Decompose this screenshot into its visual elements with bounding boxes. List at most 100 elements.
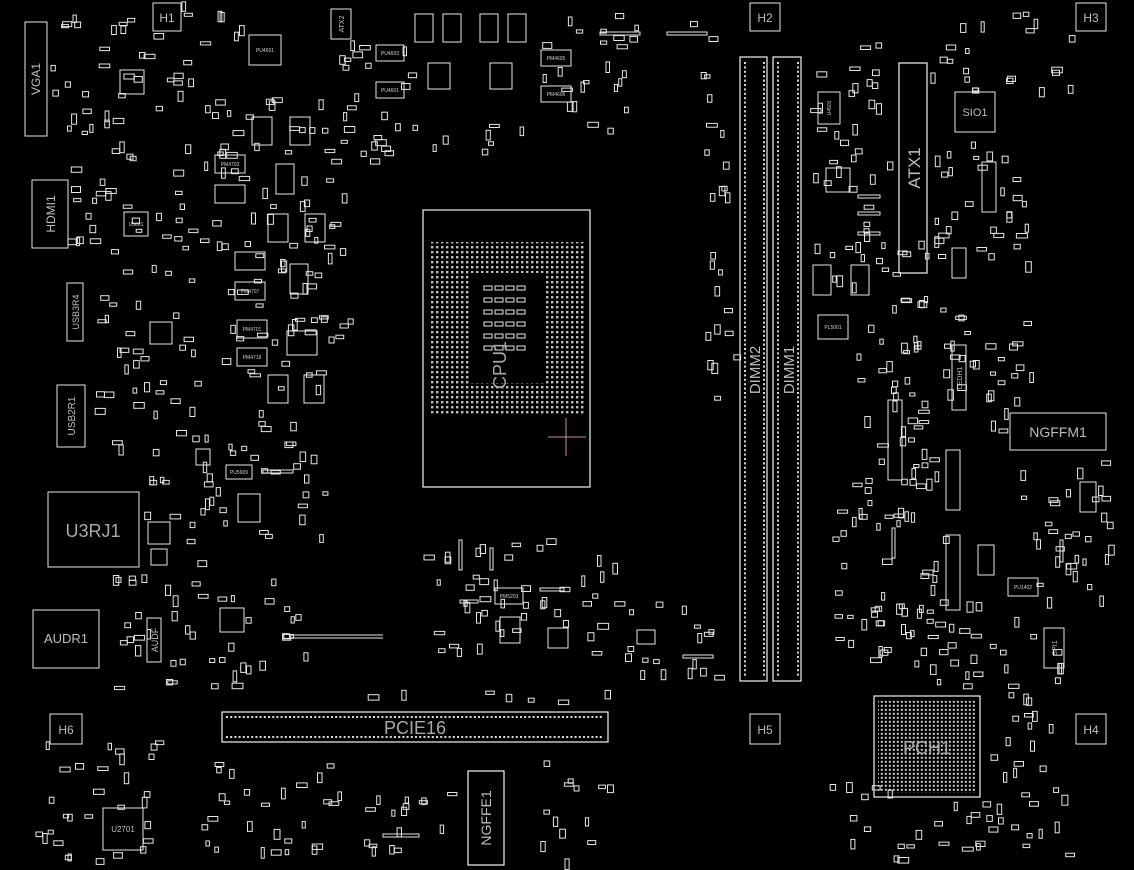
dimm-pin <box>797 330 799 333</box>
pcie-pin <box>259 716 262 718</box>
dimm-pin <box>777 607 779 610</box>
pcie-pin <box>373 736 375 738</box>
usb2r1-label: USB2R1 <box>67 396 78 435</box>
dimm-pin <box>763 590 765 592</box>
passive-part <box>973 155 980 160</box>
pcie-pin <box>599 736 602 738</box>
passive-part <box>433 630 446 636</box>
passive-part <box>1051 66 1063 74</box>
passive-part <box>327 252 333 265</box>
passive-part <box>128 579 137 586</box>
pcie-pin <box>494 736 497 738</box>
passive-part <box>714 674 725 681</box>
passive-part <box>810 108 822 114</box>
pcie-pin <box>436 716 438 718</box>
passive-part <box>295 614 302 621</box>
passive-part <box>322 491 329 496</box>
passive-part <box>1012 715 1020 722</box>
dimm-pin <box>797 251 799 254</box>
pu1402-label: PU1402 <box>1014 585 1032 591</box>
dimm-pin <box>744 550 746 553</box>
passive-part <box>264 598 275 605</box>
pcie-pin <box>398 716 401 718</box>
passive-part <box>244 241 252 248</box>
pcie-pin <box>457 716 459 718</box>
cpu-center-pad <box>516 297 526 303</box>
dimm-pin <box>763 409 765 412</box>
passive-part <box>920 647 928 657</box>
dimm-pin <box>744 295 746 298</box>
pcie-pin <box>335 716 338 718</box>
dimm-pin <box>777 101 779 104</box>
dimm-pin <box>763 88 765 91</box>
passive-part <box>1001 155 1009 164</box>
dimm-pin <box>763 559 765 562</box>
dimm-pin <box>777 260 779 262</box>
dimm-pin <box>744 290 746 293</box>
passive-part <box>921 462 929 469</box>
dimm-pin <box>777 493 779 496</box>
passive-part <box>901 624 906 635</box>
dimm-pin <box>797 216 799 218</box>
passive-part <box>456 647 463 657</box>
dimm-pin <box>797 194 799 196</box>
pcie-pin <box>360 716 363 718</box>
passive-part <box>214 846 219 853</box>
dimm-pin <box>797 541 799 544</box>
dimm-pin <box>744 444 746 447</box>
pcie-pin <box>473 736 476 738</box>
passive-part <box>239 25 245 37</box>
dimm-pin <box>777 572 779 575</box>
u4501-label: U4501 <box>827 100 833 115</box>
dimm-pin <box>777 559 779 562</box>
passive-part <box>970 633 982 639</box>
dimm-pin <box>744 339 746 342</box>
dimm-pin <box>777 444 779 447</box>
passive-part <box>1004 408 1009 420</box>
dimm-pin <box>777 396 779 399</box>
passive-part <box>314 272 323 279</box>
passive-part <box>226 110 232 117</box>
passive-part <box>600 28 607 34</box>
dimm-pin <box>797 75 799 78</box>
pm4703-label: PM4703 <box>221 162 240 168</box>
pu4603-label: PU4603 <box>381 51 399 57</box>
dimm-pin <box>763 79 765 82</box>
passive-part <box>1025 28 1035 34</box>
passive-part <box>709 260 715 270</box>
pcie-pin <box>347 736 350 738</box>
passive-part <box>343 126 356 133</box>
passive-part <box>892 380 899 388</box>
dimm-pin <box>763 75 765 78</box>
dimm-pin <box>763 387 765 390</box>
passive-part <box>913 425 924 430</box>
passive-part <box>260 847 265 859</box>
passive-part <box>442 135 449 145</box>
dimm-pin <box>744 224 746 227</box>
pcie-pin <box>251 716 254 718</box>
passive-part <box>114 685 126 691</box>
passive-part <box>245 114 254 120</box>
passive-part <box>335 334 345 340</box>
passive-part <box>97 766 109 771</box>
passive-part <box>1054 821 1060 834</box>
passive-part <box>50 64 56 72</box>
passive-part <box>234 31 239 42</box>
dimm-pin <box>744 334 746 337</box>
passive-part <box>280 259 286 268</box>
pcie-pin <box>301 736 304 738</box>
dimm-pin <box>763 436 765 438</box>
dimm-pin <box>763 493 765 496</box>
dimm-pin <box>797 233 799 236</box>
passive-part <box>343 112 348 122</box>
pcie-pin <box>364 716 367 718</box>
passive-part <box>293 463 301 470</box>
dimm-pin <box>763 444 765 447</box>
passive-part <box>618 78 623 87</box>
passive-part <box>270 204 277 209</box>
dimm-pin <box>763 414 765 416</box>
dimm-pin <box>777 264 779 267</box>
dimm-pin <box>744 603 746 606</box>
pcie-pin <box>549 736 552 738</box>
pcie-pin <box>385 716 388 718</box>
